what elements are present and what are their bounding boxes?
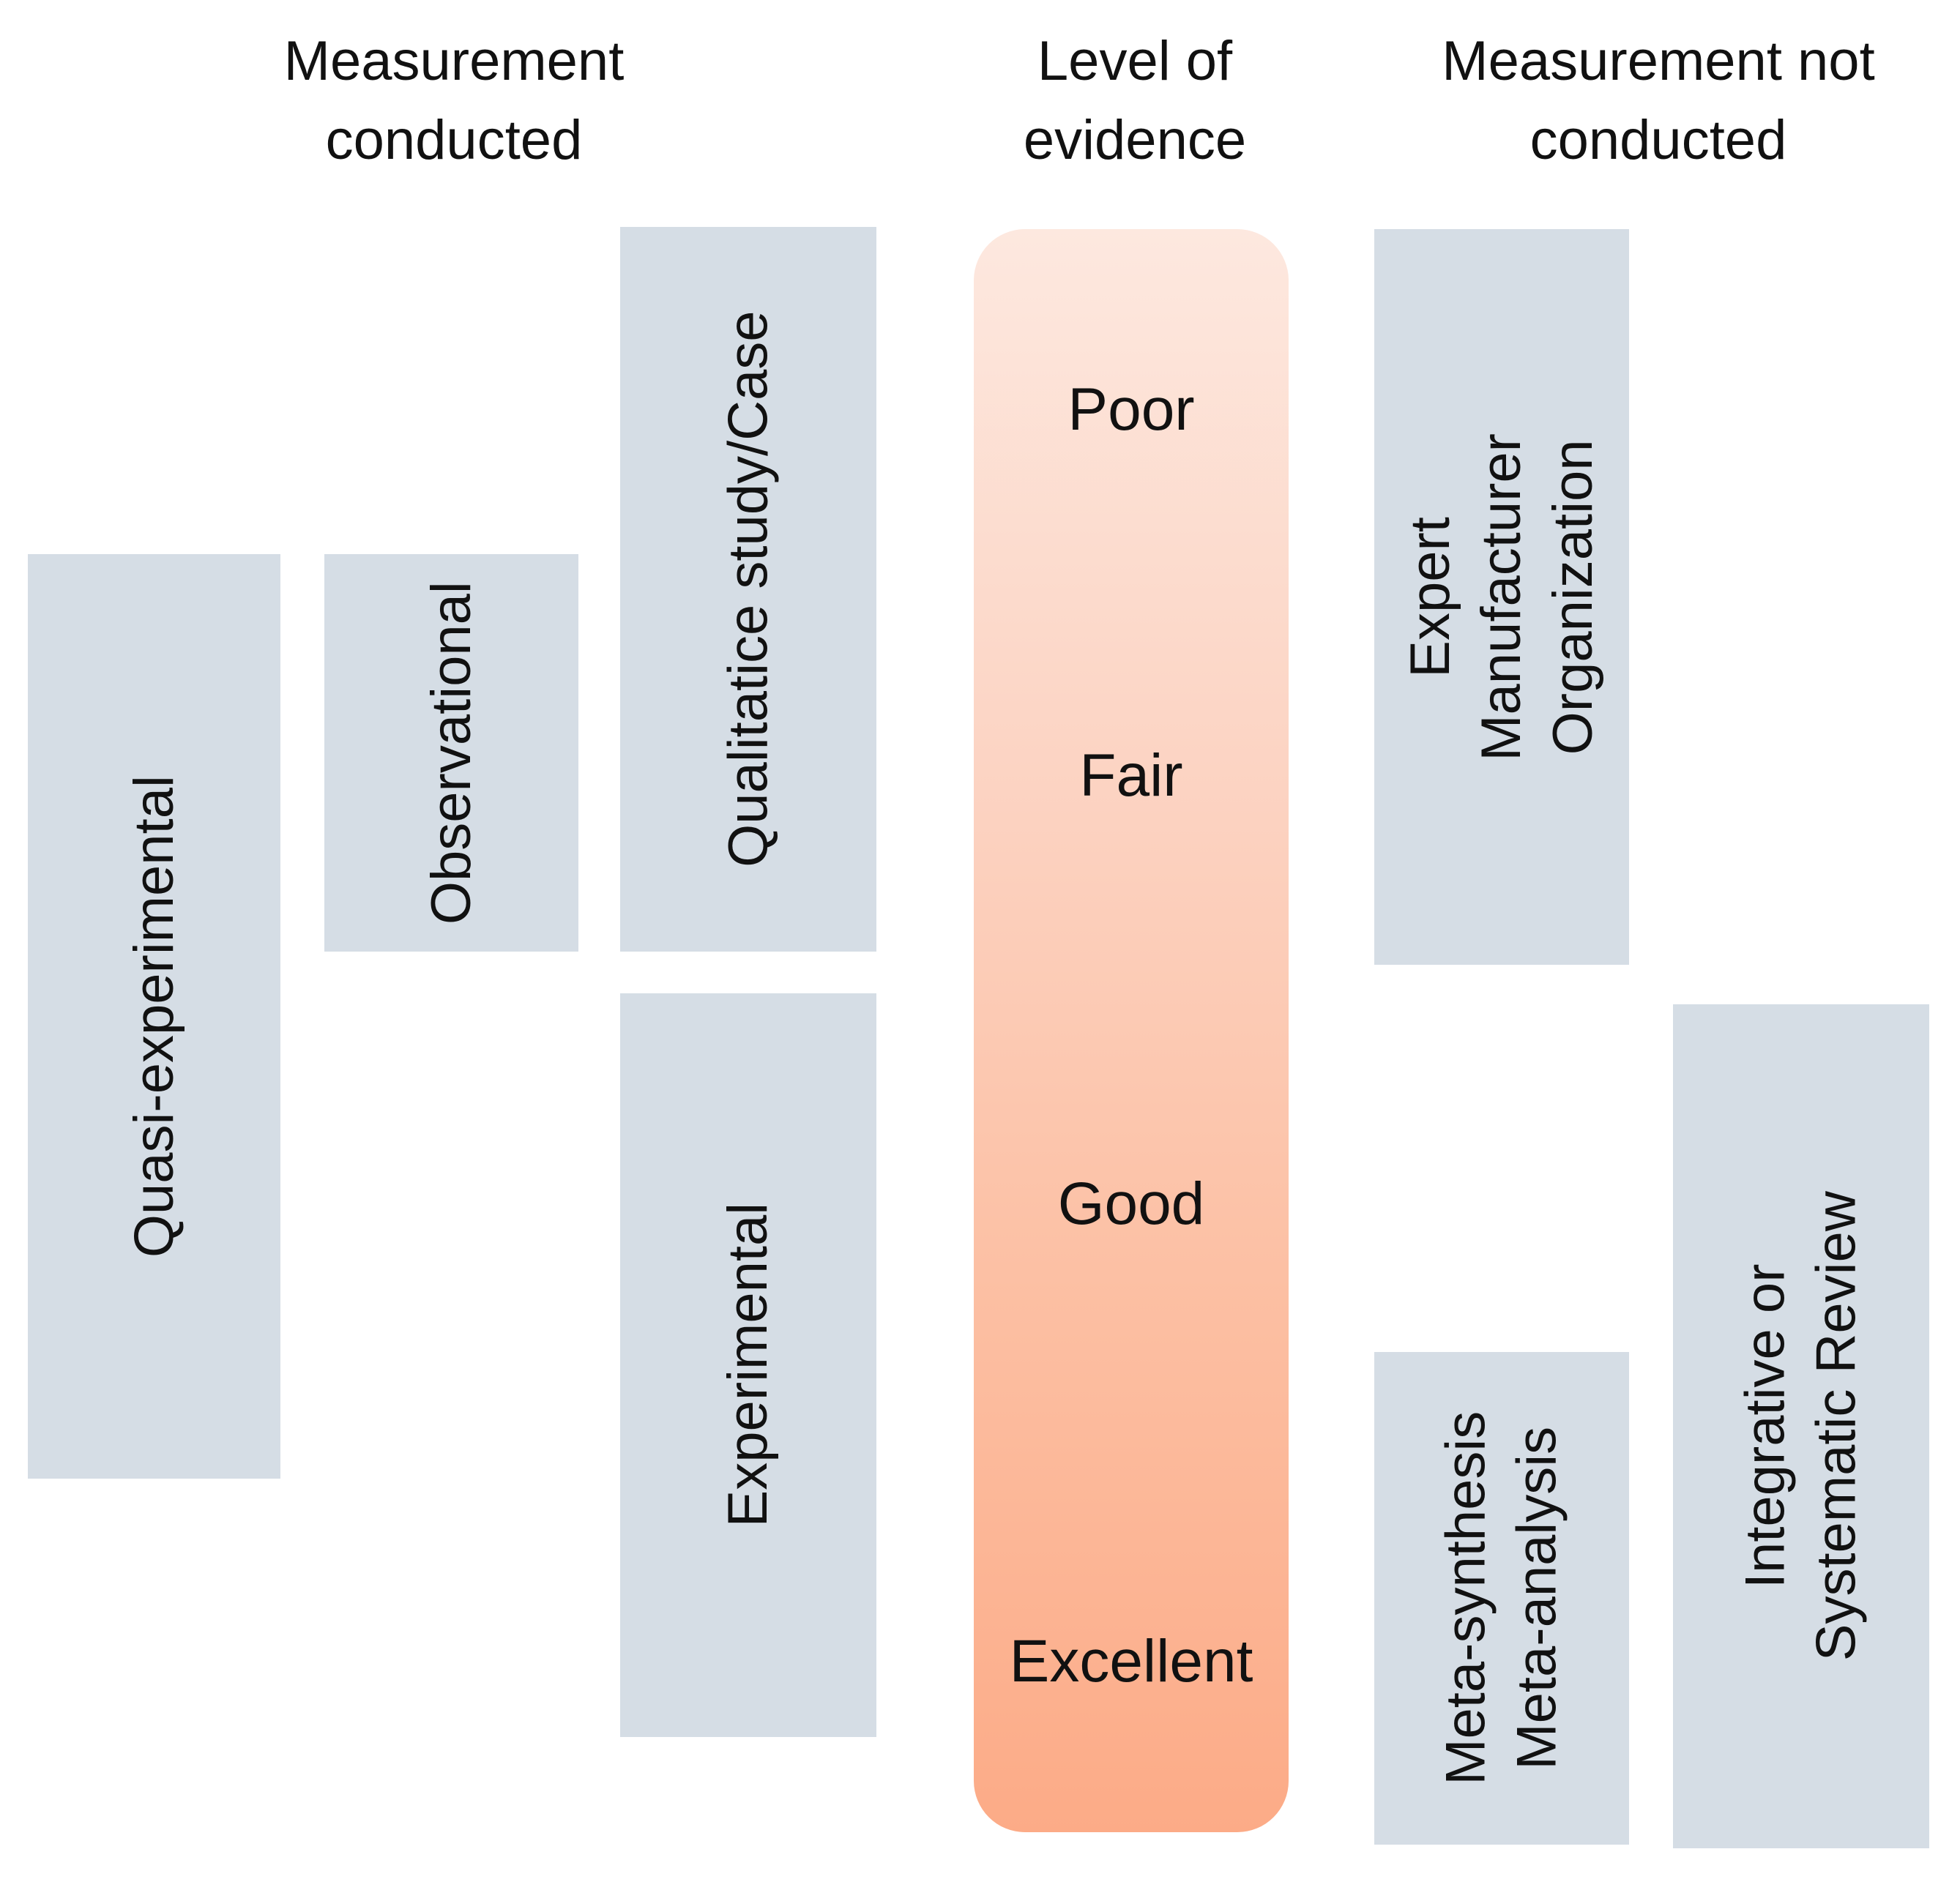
box-meta-synthesis-meta-analysis: Meta-synthesis Meta-analysis: [1374, 1352, 1629, 1845]
evidence-level-good: Good: [1057, 1170, 1205, 1237]
box-integrative-systematic-review: Integrative or Systematic Review: [1673, 1004, 1929, 1848]
box-label-observational: Observational: [420, 581, 482, 925]
header-line: Measurement not: [1442, 30, 1875, 92]
header-line: conducted: [1529, 108, 1787, 171]
box-label-quasi-experimental: Quasi-experimental: [122, 775, 185, 1258]
header-line: conducted: [325, 108, 583, 171]
box-quasi-experimental: Quasi-experimental: [28, 554, 280, 1479]
box-label-integrative-systematic-review: Integrative or Systematic Review: [1730, 1192, 1873, 1662]
header-measurement-not-conducted: Measurement not conducted: [1380, 22, 1937, 180]
box-experimental: Experimental: [620, 993, 876, 1737]
header-line: Level of: [1037, 30, 1233, 92]
vtext-line: Organization: [1541, 439, 1604, 755]
header-line: evidence: [1023, 108, 1247, 171]
box-label-experimental: Experimental: [717, 1203, 780, 1528]
header-level-of-evidence: Level of evidence: [857, 22, 1413, 180]
vtext-line: Manufacturer: [1470, 433, 1533, 761]
evidence-gradient-column: [974, 229, 1289, 1832]
vtext-line: Systematic Review: [1806, 1191, 1868, 1662]
vtext-line: Expert: [1399, 516, 1462, 678]
header-line: Measurement: [283, 30, 625, 92]
box-observational: Observational: [324, 554, 578, 952]
box-label-expert-manufacturer-organization: Expert Manufacturer Organization: [1395, 433, 1609, 761]
evidence-level-poor: Poor: [1067, 376, 1195, 443]
vtext-line: Meta-synthesis: [1434, 1411, 1497, 1786]
box-qualitative-study-case: Qualitatice study/Case: [620, 227, 876, 952]
box-expert-manufacturer-organization: Expert Manufacturer Organization: [1374, 229, 1629, 965]
vtext-line: Meta-analysis: [1506, 1427, 1569, 1770]
box-label-meta-synthesis-meta-analysis: Meta-synthesis Meta-analysis: [1431, 1411, 1573, 1785]
header-measurement-conducted: Measurement conducted: [176, 22, 732, 180]
evidence-level-fair: Fair: [1079, 742, 1183, 809]
evidence-level-excellent: Excellent: [1009, 1628, 1253, 1695]
box-label-qualitative-study-case: Qualitatice study/Case: [717, 310, 780, 868]
vtext-line: Integrative or: [1734, 1263, 1797, 1589]
